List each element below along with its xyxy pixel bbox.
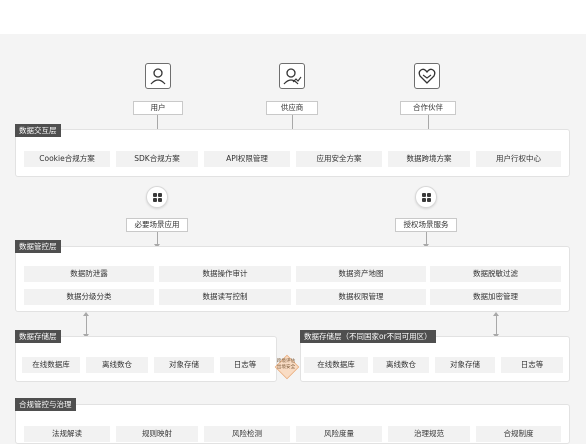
control-item: 数据分级分类 — [24, 289, 154, 305]
governance-item: 规则映射 — [116, 426, 198, 442]
interaction-item: 用户行权中心 — [476, 151, 561, 167]
governance-item: 法规解读 — [24, 426, 110, 442]
scenario-label-necessary: 必要场景应用 — [126, 218, 188, 232]
storage-right-item: 在线数据库 — [304, 357, 368, 373]
grid-icon — [415, 186, 437, 208]
interaction-item: API权限管理 — [204, 151, 290, 167]
control-item: 数据权限管理 — [296, 289, 426, 305]
interaction-item: Cookie合规方案 — [24, 151, 110, 167]
connector-line — [157, 232, 158, 246]
control-layer-title: 数据管控层 — [15, 240, 61, 253]
bridge-text: 跨境评估 出境安全 — [272, 359, 300, 371]
control-item: 数据操作审计 — [159, 266, 291, 282]
storage-right-item: 日志等 — [501, 357, 563, 373]
bridge-line-1: 跨境评估 — [276, 359, 296, 364]
control-item: 数据防泄露 — [24, 266, 154, 282]
supplier-icon — [279, 63, 305, 89]
storage-left-item: 日志等 — [220, 357, 270, 373]
storage-right-item: 对象存储 — [435, 357, 495, 373]
arrow-head — [83, 312, 89, 316]
top-blank-bar — [0, 0, 586, 34]
interaction-layer-title: 数据交互层 — [15, 124, 61, 137]
control-item: 数据加密管理 — [430, 289, 561, 305]
storage-left-title: 数据存储层 — [15, 330, 61, 343]
governance-item: 治理规范 — [388, 426, 470, 442]
storage-left-item: 离线数仓 — [86, 357, 148, 373]
governance-title: 合规管控与治理 — [15, 398, 76, 411]
control-item: 数据读写控制 — [159, 289, 291, 305]
storage-left-item: 在线数据库 — [22, 357, 80, 373]
partner-icon — [414, 63, 440, 89]
actor-label-user: 用户 — [133, 101, 183, 115]
actor-label-partner: 合作伙伴 — [400, 101, 456, 115]
storage-right-item: 离线数仓 — [373, 357, 429, 373]
interaction-item: SDK合规方案 — [116, 151, 198, 167]
control-item: 数据资产地图 — [296, 266, 426, 282]
user-icon — [145, 63, 171, 89]
storage-left-item: 对象存储 — [154, 357, 214, 373]
grid-icon — [146, 186, 168, 208]
storage-right-title: 数据存储层（不同国家or不同可用区） — [300, 330, 436, 343]
connector-line — [426, 232, 427, 246]
governance-item: 风险检测 — [204, 426, 290, 442]
connector-line — [86, 315, 87, 335]
cross-border-bridge: 跨境评估 出境安全 — [272, 354, 300, 380]
interaction-item: 应用安全方案 — [296, 151, 382, 167]
control-item: 数据脱敏过滤 — [430, 266, 561, 282]
bridge-line-2: 出境安全 — [276, 365, 296, 370]
arrow-head — [493, 312, 499, 316]
governance-item: 合规制度 — [476, 426, 561, 442]
scenario-label-authorized: 授权场景服务 — [395, 218, 457, 232]
actor-label-supplier: 供应商 — [266, 101, 318, 115]
governance-item: 风险度量 — [296, 426, 382, 442]
interaction-item: 数据跨境方案 — [388, 151, 470, 167]
connector-line — [496, 315, 497, 335]
